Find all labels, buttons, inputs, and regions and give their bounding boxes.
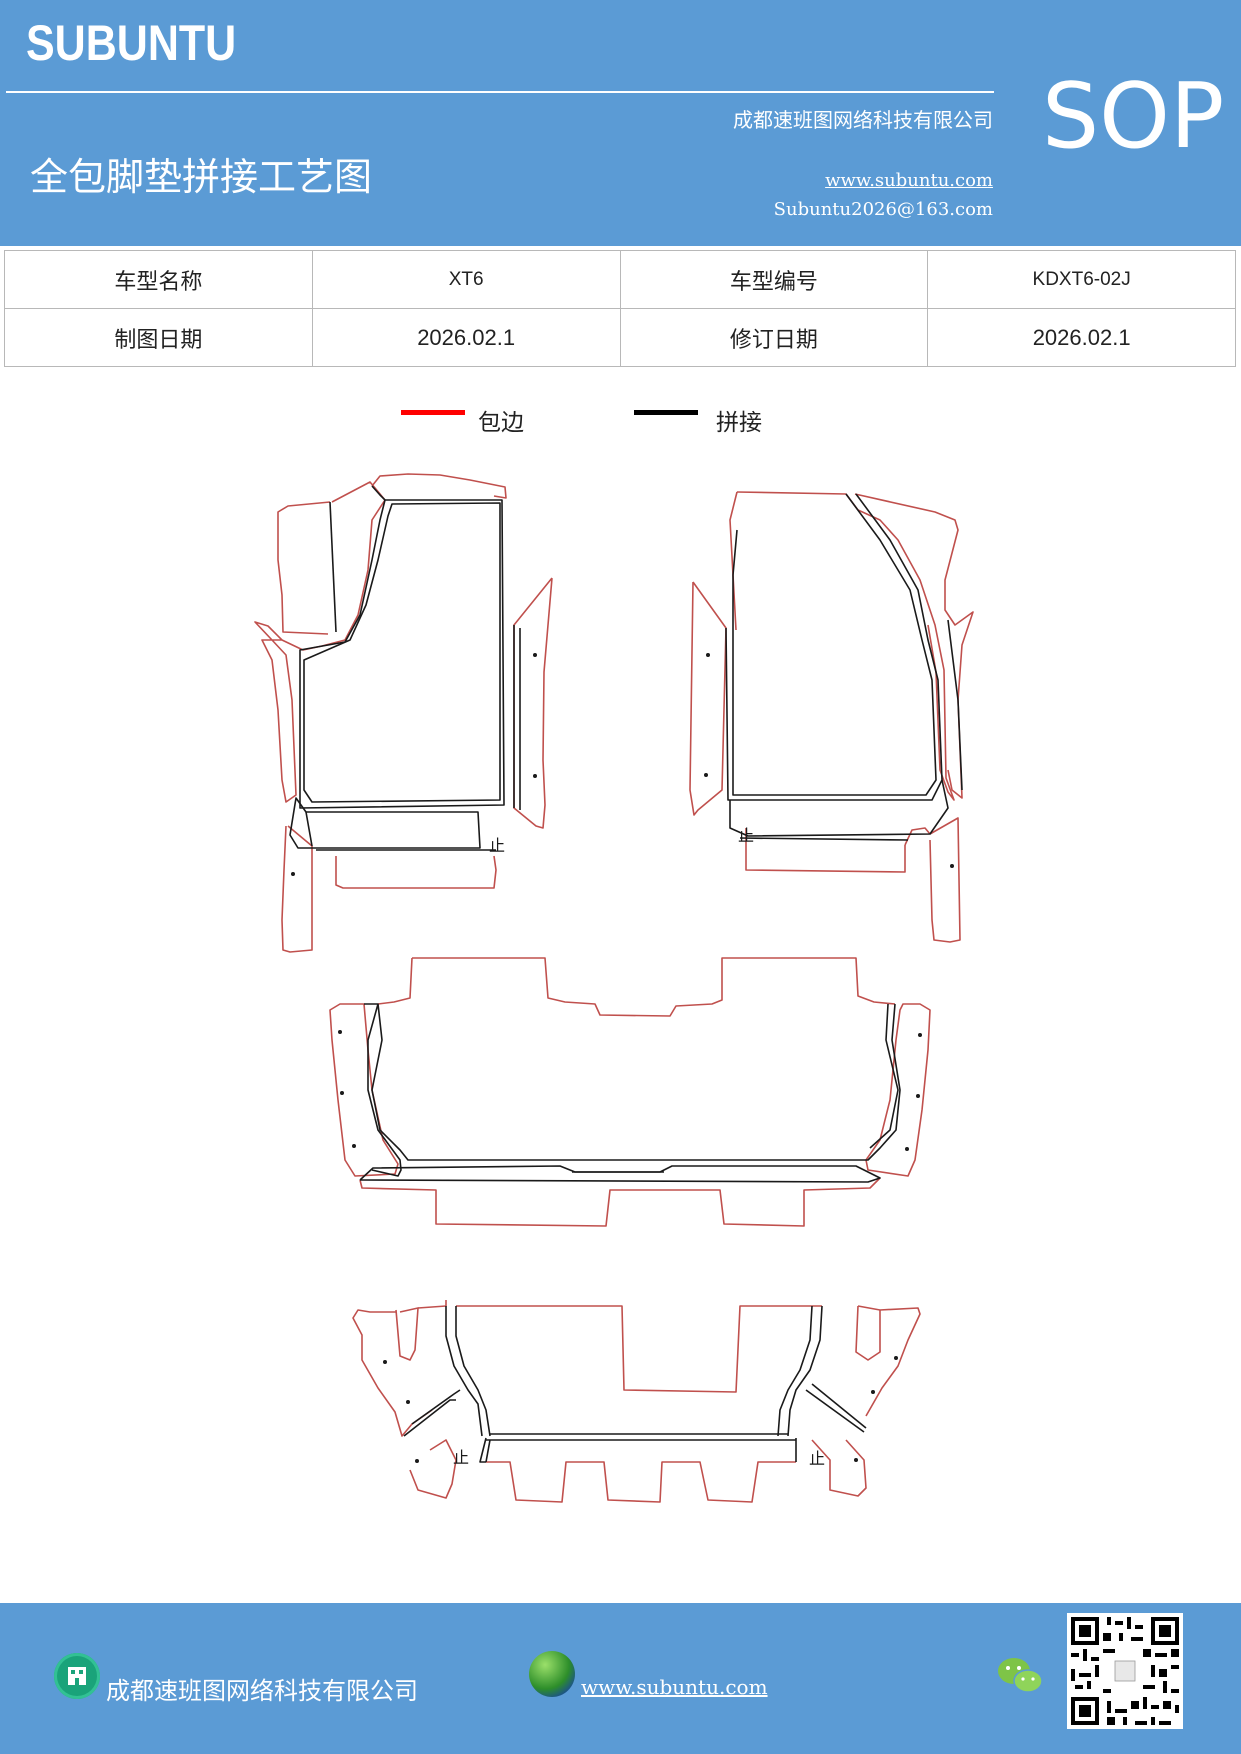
revision-date-label: 修订日期 — [619, 308, 929, 367]
stop-mark: 止 — [738, 826, 754, 845]
front-left-mat — [254, 473, 553, 953]
header-divider — [6, 91, 994, 93]
model-code-value: KDXT6-02J — [927, 250, 1236, 309]
front-right-mat — [689, 491, 974, 943]
floor-mat-diagram: 止 止 止 止 — [254, 473, 974, 1503]
model-code-label: 车型编号 — [619, 250, 929, 309]
header-banner: SUBUNTU 成都速班图网络科技有限公司 全包脚垫拼接工艺图 www.subu… — [0, 0, 1241, 246]
model-name-value: XT6 — [311, 250, 621, 309]
model-name-label: 车型名称 — [4, 250, 313, 309]
vehicle-info-table: 车型名称 XT6 车型编号 KDXT6-02J 制图日期 2026.02.1 修… — [4, 250, 1236, 367]
company-name: 成都速班图网络科技有限公司 — [733, 108, 993, 132]
legend-seam-swatch — [634, 410, 698, 415]
website-link[interactable]: www.subuntu.com — [825, 170, 993, 191]
qr-code[interactable] — [1067, 1613, 1183, 1729]
stop-mark: 止 — [489, 836, 505, 855]
stop-mark: 止 — [809, 1449, 825, 1468]
building-icon — [54, 1653, 100, 1699]
legend-seam-label: 拼接 — [716, 410, 762, 436]
footer-banner: 成都速班图网络科技有限公司 www.subuntu.com — [0, 1603, 1241, 1754]
draw-date-label: 制图日期 — [4, 308, 313, 367]
revision-date-value: 2026.02.1 — [927, 308, 1236, 367]
globe-icon — [529, 1651, 575, 1697]
legend-edge-label: 包边 — [478, 410, 524, 436]
second-row-mat — [329, 957, 931, 1227]
footer-website-link[interactable]: www.subuntu.com — [581, 1675, 768, 1699]
sop-badge: SOP — [1042, 64, 1225, 169]
page-title: 全包脚垫拼接工艺图 — [30, 155, 373, 199]
mounting-holes — [291, 653, 954, 1463]
email-address: Subuntu2026@163.com — [773, 199, 993, 220]
wechat-icon[interactable] — [996, 1655, 1044, 1697]
table-row: 车型名称 XT6 车型编号 KDXT6-02J — [4, 250, 1236, 309]
brand-logo: SUBUNTU — [26, 15, 237, 71]
table-row: 制图日期 2026.02.1 修订日期 2026.02.1 — [4, 308, 1236, 367]
stop-mark: 止 — [453, 1448, 469, 1467]
third-row-mat — [352, 1300, 921, 1503]
footer-company-name: 成都速班图网络科技有限公司 — [106, 1677, 418, 1705]
legend-edge-swatch — [401, 410, 465, 415]
draw-date-value: 2026.02.1 — [311, 308, 621, 367]
